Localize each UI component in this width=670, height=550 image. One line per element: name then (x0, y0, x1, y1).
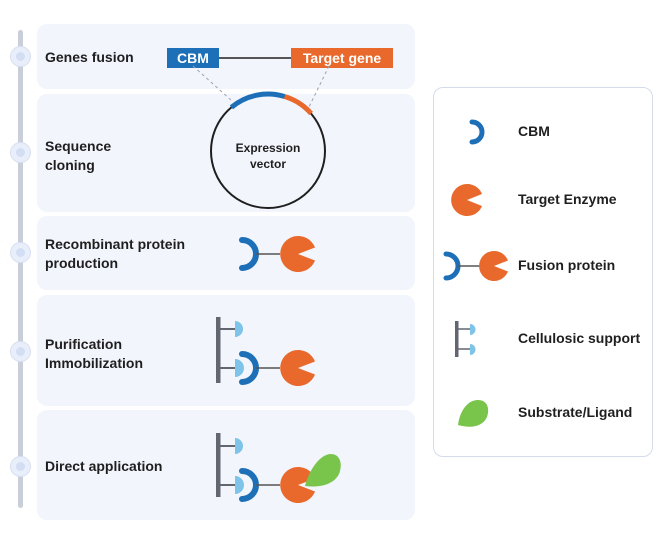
legend-label-fusion-protein: Fusion protein (518, 257, 616, 273)
timeline-dot-4 (11, 342, 30, 361)
legend-label-target-enzyme: Target Enzyme (518, 191, 617, 207)
cbm-gene-box: CBM (167, 48, 219, 68)
expression-vector-label-line2: vector (249, 157, 287, 171)
step-direct-application: Direct application (37, 410, 415, 520)
target-enzyme-icon (451, 184, 482, 216)
expression-vector-label-line1: Expression (235, 141, 301, 155)
timeline-dot-5 (11, 457, 30, 476)
step-recombinant-production: Recombinant protein production (37, 216, 415, 290)
fusion-protein-icon (443, 251, 508, 281)
legend-item-fusion-protein: Fusion protein (434, 248, 652, 284)
cbm-icon (469, 119, 485, 145)
timeline-dot-1 (11, 47, 30, 66)
expression-vector-label: Expression vector (218, 140, 318, 172)
legend-item-cellulosic-support: Cellulosic support (434, 321, 652, 357)
step-label-recombinant-production: Recombinant protein production (45, 236, 186, 271)
legend-item-substrate-ligand: Substrate/Ligand (434, 395, 652, 431)
legend-label-cbm: CBM (518, 123, 550, 139)
legend-panel: CBM Target Enzyme Fusion protein Cellulo… (433, 87, 653, 457)
legend-label-substrate-ligand: Substrate/Ligand (518, 404, 633, 420)
step-label-sequence-cloning: Sequence cloning (45, 138, 112, 173)
immobilized-fusion-icon (216, 317, 315, 386)
step-purification: Purification Immobilization (37, 295, 415, 406)
cellulosic-support-icon (455, 321, 476, 357)
substrate-ligand-icon (458, 400, 489, 427)
legend-item-target-enzyme: Target Enzyme (434, 182, 652, 218)
application-complex-icon (216, 433, 341, 503)
timeline-track (18, 30, 23, 508)
legend-item-cbm: CBM (434, 114, 652, 150)
gene-linker-line (219, 57, 291, 59)
timeline-dot-3 (11, 243, 30, 262)
step-genes-fusion: Genes fusion CBM Target gene (37, 24, 415, 89)
target-gene-box: Target gene (291, 48, 393, 68)
step-label-direct-application: Direct application (45, 458, 163, 474)
step-label-genes-fusion: Genes fusion (45, 49, 134, 65)
step-label-purification: Purification Immobilization (45, 336, 143, 371)
expression-vector-diagram (192, 65, 330, 209)
legend-label-cellulosic-support: Cellulosic support (518, 330, 641, 346)
fusion-protein-icon (239, 236, 315, 272)
timeline-dot-2 (11, 143, 30, 162)
